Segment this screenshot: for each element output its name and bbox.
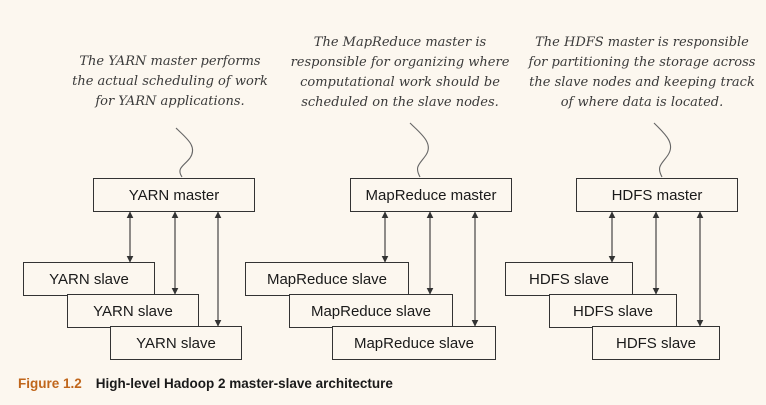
hdfs-slave-box: HDFS slave <box>592 326 720 360</box>
note-line: the actual scheduling of work <box>72 74 268 89</box>
note-line: responsible for organizing where <box>290 55 510 70</box>
yarn-slave-box: YARN slave <box>67 294 199 328</box>
note-line: The MapReduce master is <box>313 35 487 50</box>
yarn-master-note: The YARN master performs the actual sche… <box>55 52 285 112</box>
note-line: for partitioning the storage across <box>528 55 756 70</box>
figure-number: Figure 1.2 <box>18 376 82 391</box>
note-line: for YARN applications. <box>95 94 245 109</box>
mapreduce-slave-box: MapReduce slave <box>289 294 453 328</box>
note-line: The HDFS master is responsible <box>535 35 749 50</box>
note-line: The YARN master performs <box>79 54 261 69</box>
mapreduce-master-note: The MapReduce master is responsible for … <box>288 33 512 113</box>
hdfs-master-box: HDFS master <box>576 178 738 212</box>
callout-pointer-yarn <box>175 127 194 178</box>
note-line: the slave nodes and keeping track <box>529 75 755 90</box>
mapreduce-master-box: MapReduce master <box>350 178 512 212</box>
mapreduce-slave-box: MapReduce slave <box>332 326 496 360</box>
hdfs-master-note: The HDFS master is responsible for parti… <box>524 33 760 113</box>
callout-pointer-mapreduce <box>409 122 429 178</box>
note-line: of where data is located. <box>560 95 724 110</box>
yarn-slave-box: YARN slave <box>23 262 155 296</box>
mapreduce-slave-box: MapReduce slave <box>245 262 409 296</box>
note-line: scheduled on the slave nodes. <box>301 95 499 110</box>
figure-caption: Figure 1.2 High-level Hadoop 2 master-sla… <box>18 376 393 391</box>
hdfs-slave-box: HDFS slave <box>505 262 633 296</box>
yarn-slave-box: YARN slave <box>110 326 242 360</box>
note-line: computational work should be <box>300 75 500 90</box>
yarn-master-box: YARN master <box>93 178 255 212</box>
figure-title: High-level Hadoop 2 master-slave archite… <box>95 376 393 391</box>
hdfs-slave-box: HDFS slave <box>549 294 677 328</box>
callout-pointer-hdfs <box>653 122 672 178</box>
